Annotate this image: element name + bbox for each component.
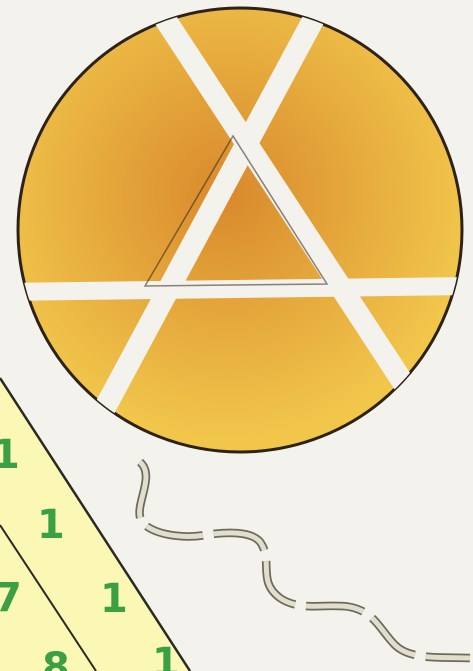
table-cell: 1 (0, 432, 20, 478)
wave-outline (140, 462, 470, 658)
table-cell: 1 (37, 502, 65, 548)
dashed-wavy-line-icon (140, 462, 470, 658)
wave-fill (140, 462, 470, 658)
table-cell: 1 (100, 576, 128, 622)
table-cell: 7 (0, 575, 22, 621)
table-cell: 8 (42, 645, 70, 671)
table-cell: 1 (152, 640, 180, 671)
triangle-cut-circle-icon (0, 0, 473, 452)
cut-gap-bottom (0, 286, 473, 292)
